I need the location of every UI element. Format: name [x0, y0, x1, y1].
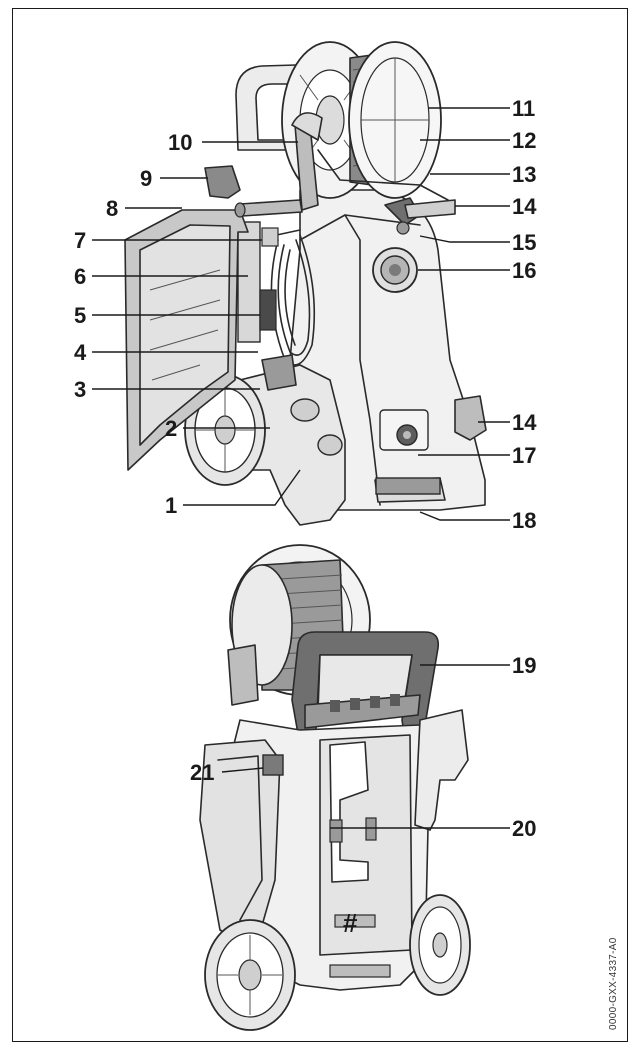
- callout-9: 9: [140, 166, 152, 191]
- hose-connector: [384, 197, 456, 235]
- front-view: [124, 41, 487, 526]
- front-leaders: [92, 107, 510, 521]
- switch-2: [290, 398, 320, 422]
- cable-storage: [270, 229, 316, 366]
- callout-15: 15: [512, 230, 536, 255]
- nozzle-holder: [204, 165, 241, 199]
- rating-plate: [329, 819, 343, 843]
- callout-21: 21: [190, 760, 214, 785]
- callout-12: 12: [512, 128, 536, 153]
- rear-view: [199, 544, 471, 1031]
- callout-14-lower: 14: [512, 410, 537, 435]
- callouts: 1 2 3 4 5 6 7 8 9 10 11 12 13 14 15 16 1…: [74, 96, 537, 938]
- rear-wheel-right: [409, 894, 471, 996]
- side-holder-right: [454, 395, 487, 441]
- callout-1: 1: [165, 493, 177, 518]
- pressure-dial: [372, 247, 418, 293]
- callout-19: 19: [512, 653, 536, 678]
- callout-18: 18: [512, 508, 536, 533]
- base: [239, 364, 346, 526]
- hose-reel: [281, 41, 449, 211]
- rear-mark-hash: #: [343, 908, 358, 938]
- callout-11: 11: [512, 96, 535, 121]
- callout-8: 8: [106, 196, 118, 221]
- document-code: 0000-GXX-4337-A0: [608, 937, 619, 1030]
- switch-1: [317, 434, 343, 456]
- gun-holder: [237, 221, 261, 343]
- callout-4: 4: [74, 340, 87, 365]
- callout-7: 7: [74, 228, 86, 253]
- callout-3: 3: [74, 377, 86, 402]
- rear-leaders: [221, 664, 510, 829]
- water-inlet: [379, 409, 429, 451]
- rear-wheel-left: [204, 919, 296, 1031]
- callout-14-upper: 14: [512, 194, 537, 219]
- lance-clip: [259, 289, 277, 331]
- holder-21: [262, 754, 284, 776]
- callout-6: 6: [74, 264, 86, 289]
- callout-10: 10: [168, 130, 192, 155]
- callout-13: 13: [512, 162, 536, 187]
- figure-frame: [12, 8, 628, 1042]
- callout-16: 16: [512, 258, 536, 283]
- detergent-tank: [261, 354, 297, 391]
- callout-17: 17: [512, 443, 536, 468]
- callout-20: 20: [512, 816, 536, 841]
- callout-5: 5: [74, 303, 86, 328]
- callout-2: 2: [165, 416, 177, 441]
